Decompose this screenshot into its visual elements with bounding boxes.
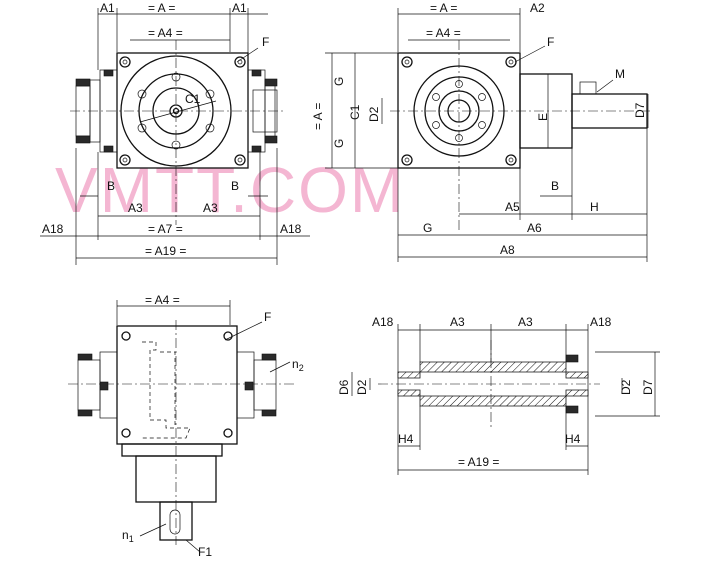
dim-a-top: = A = bbox=[148, 1, 175, 15]
top-housing bbox=[116, 325, 238, 445]
dim-a3-shaft-right: A3 bbox=[518, 315, 533, 329]
dim-g-top: G bbox=[332, 77, 346, 86]
dim-a3-shaft-left: A3 bbox=[450, 315, 465, 329]
top-view-labels: = A4 = F n2 n1 F1 bbox=[122, 293, 304, 559]
label-f-side: F bbox=[547, 35, 554, 49]
label-m: M bbox=[615, 67, 625, 81]
dim-a4-side: = A4 = bbox=[426, 26, 461, 40]
label-n2: n2 bbox=[292, 357, 304, 373]
dim-a18-shaft-right: A18 bbox=[590, 315, 612, 329]
shaft-view bbox=[351, 324, 660, 475]
dim-a-side: = A = bbox=[430, 1, 457, 15]
dim-g-row: G bbox=[423, 221, 432, 235]
dim-a5: A5 bbox=[505, 200, 520, 214]
dim-d2-side: D2 bbox=[367, 106, 381, 122]
dim-a18-right: A18 bbox=[280, 222, 302, 236]
dim-a2: A2 bbox=[530, 1, 545, 15]
dim-h4-right: H4 bbox=[565, 432, 581, 446]
dim-g-bottom: G bbox=[332, 139, 346, 148]
dim-a19: = A19 = bbox=[145, 244, 186, 258]
dim-a19-shaft: = A19 = bbox=[458, 455, 499, 469]
front-view bbox=[40, 8, 310, 265]
shaft-view-labels: A18 A3 A3 A18 D6 D2 D2 D7 H4 H4 = A19 = bbox=[337, 315, 655, 469]
dim-a4-top: = A4 = bbox=[145, 293, 180, 307]
label-n1: n1 bbox=[122, 528, 134, 544]
label-f1: F1 bbox=[198, 545, 212, 559]
side-view bbox=[325, 8, 650, 262]
watermark-text: VMTT.COM bbox=[55, 154, 405, 226]
label-c1: C1 bbox=[185, 92, 201, 106]
dim-a3-right: A3 bbox=[203, 201, 218, 215]
side-view-labels: = A = A2 = A4 = F M G = A = C1 G D2 E D7… bbox=[311, 1, 647, 257]
dim-a8: A8 bbox=[500, 243, 515, 257]
dim-a1-left: A1 bbox=[100, 1, 115, 15]
label-f-top: F bbox=[264, 310, 271, 324]
dim-c1-side: C1 bbox=[348, 104, 362, 120]
dim-a1-right: A1 bbox=[232, 1, 247, 15]
dim-d2-shaft-left: D2 bbox=[355, 379, 369, 395]
dim-a4: = A4 = bbox=[148, 26, 183, 40]
top-view bbox=[68, 300, 296, 553]
dim-a6: A6 bbox=[527, 221, 542, 235]
dim-a3-left: A3 bbox=[128, 201, 143, 215]
dim-b-left: B bbox=[107, 179, 115, 193]
dim-b-right: B bbox=[231, 179, 239, 193]
dim-a18-shaft-left: A18 bbox=[372, 315, 394, 329]
dim-d2-shaft-right: D2 bbox=[619, 379, 633, 395]
dim-d7-side: D7 bbox=[633, 102, 647, 118]
dim-d7-shaft: D7 bbox=[641, 379, 655, 395]
dim-d6: D6 bbox=[337, 379, 351, 395]
dim-a18-left: A18 bbox=[42, 222, 64, 236]
dim-a-vertical: = A = bbox=[311, 103, 325, 130]
dim-h4-left: H4 bbox=[398, 432, 414, 446]
dim-e: E bbox=[536, 113, 550, 121]
dim-b-side: B bbox=[551, 179, 559, 193]
front-view-labels: A1 = A = A1 = A4 = F C1 B B A3 A3 A18 = … bbox=[42, 1, 302, 258]
label-f: F bbox=[262, 35, 269, 49]
dim-h: H bbox=[590, 200, 599, 214]
dim-a7: = A7 = bbox=[148, 222, 183, 236]
